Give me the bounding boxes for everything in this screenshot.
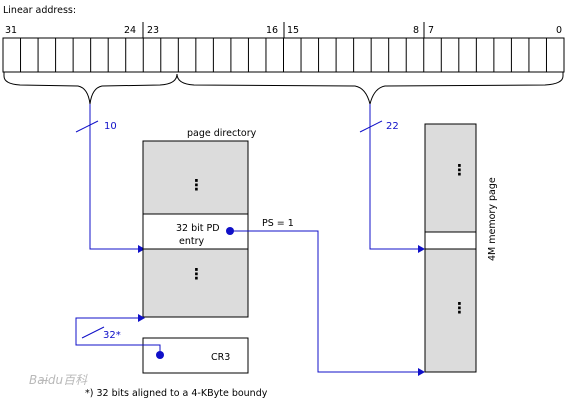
- bit-label-7: 7: [428, 25, 434, 36]
- directory-index-line: [89, 104, 138, 250]
- memory-page-entry-box: [424, 231, 477, 250]
- bit-label-15: 15: [287, 25, 299, 36]
- bit-label-23: 23: [147, 25, 159, 36]
- ps-flag-label: PS = 1: [262, 218, 294, 229]
- memory-ellipsis-top: ⋮: [452, 161, 467, 179]
- page-base-arrowhead: [418, 368, 425, 376]
- cr3-label: CR3: [211, 352, 230, 363]
- page-base-line: [230, 230, 418, 373]
- bit-label-0: 0: [556, 25, 562, 36]
- offset-line: [369, 104, 418, 250]
- bit-label-8: 8: [413, 25, 419, 36]
- offset-bits-brace: [176, 72, 564, 105]
- cr3-bits-label: 32*: [103, 330, 121, 341]
- cr3-line: [75, 317, 161, 355]
- pd-ellipsis-bottom: ⋮: [189, 265, 204, 283]
- bit-label-16: 16: [266, 25, 278, 36]
- cr3-arrowhead: [138, 314, 145, 322]
- watermark: Bai̶du百科: [29, 373, 88, 387]
- page-directory-title: page directory: [187, 128, 257, 139]
- memory-page-title: 4M memory page: [487, 177, 498, 261]
- cr3-width-tick: [81, 326, 105, 339]
- offset-bits-label: 22: [386, 121, 399, 132]
- offset-width-tick: [359, 120, 383, 133]
- bit-label-24: 24: [124, 25, 136, 36]
- offset-arrowhead: [418, 245, 425, 253]
- linear-address-title: Linear address:: [3, 5, 76, 16]
- bit-label-31: 31: [5, 25, 17, 36]
- directory-index-arrowhead: [138, 245, 145, 253]
- pd-entry-label: 32 bit PD: [176, 223, 220, 234]
- linear-address-register: [2, 37, 565, 73]
- memory-ellipsis-bottom: ⋮: [452, 299, 467, 317]
- footnote: *) 32 bits aligned to a 4-KByte boundy: [85, 388, 268, 399]
- directory-width-tick: [75, 120, 99, 133]
- pd-entry-label-2: entry: [179, 236, 204, 247]
- directory-bits-label: 10: [104, 121, 117, 132]
- pd-ellipsis-top: ⋮: [189, 176, 204, 194]
- directory-bits-brace: [3, 72, 178, 105]
